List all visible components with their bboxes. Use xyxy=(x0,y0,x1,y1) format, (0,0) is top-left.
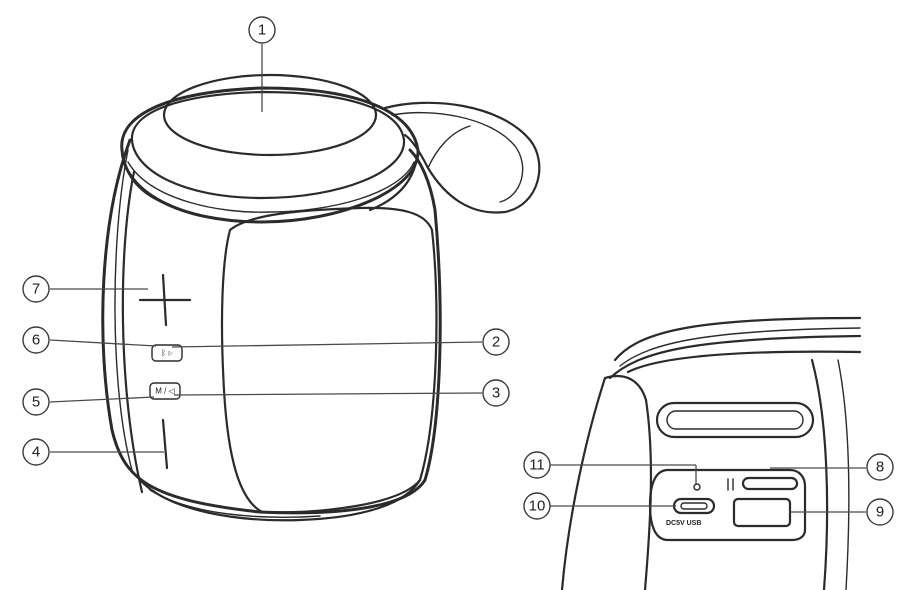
aux-jack[interactable] xyxy=(732,497,792,528)
bluetooth-play-button-frame xyxy=(151,344,183,362)
callout-5: 5 xyxy=(22,388,50,416)
strap-slot-inner xyxy=(666,410,804,430)
plus-icon-vertical xyxy=(161,273,168,327)
callout-4: 4 xyxy=(22,438,50,466)
top-passive-radiator xyxy=(162,73,378,157)
leader-3 xyxy=(173,392,483,396)
card-slot[interactable] xyxy=(741,476,799,491)
volume-up-button[interactable] xyxy=(138,273,192,327)
svg-text:6: 6 xyxy=(32,332,40,349)
svg-text:7: 7 xyxy=(32,281,40,298)
svg-text:5: 5 xyxy=(32,394,40,411)
callout-3: 3 xyxy=(482,379,510,407)
speaker-base-rim xyxy=(149,489,321,518)
carry-strap-inner-edge xyxy=(391,111,524,203)
rear-body-right-curve xyxy=(837,359,850,590)
button-panel xyxy=(121,170,144,494)
svg-text:10: 10 xyxy=(529,498,546,515)
front-grille-panel xyxy=(220,206,438,514)
rear-body-left-curve xyxy=(603,374,653,590)
svg-text:9: 9 xyxy=(876,504,884,521)
speaker-front-view: ᛒ ▷ M / ◁ xyxy=(49,44,541,522)
mode-button-frame xyxy=(149,382,181,400)
bluetooth-play-icon: ᛒ ▷ xyxy=(161,349,173,358)
callout-11: 11 xyxy=(523,451,551,479)
play-pause-mark xyxy=(727,478,734,491)
speaker-rear-detail: DC5V USB xyxy=(550,316,866,590)
port-recess xyxy=(648,468,807,542)
leader-2 xyxy=(171,341,483,348)
top-cap-lower-rim xyxy=(127,161,415,213)
svg-text:4: 4 xyxy=(32,444,40,461)
rear-body-left-edge xyxy=(560,376,607,590)
rear-body-right-edge xyxy=(810,358,829,590)
leader-5 xyxy=(49,396,155,403)
speaker-base xyxy=(138,478,422,522)
svg-text:3: 3 xyxy=(492,385,500,402)
top-cap-collar xyxy=(120,148,420,212)
rear-cap-lower xyxy=(626,350,862,374)
usb-c-port-outer xyxy=(672,497,716,515)
callout-7: 7 xyxy=(22,275,50,303)
svg-text:2: 2 xyxy=(492,334,500,351)
button-panel-edge xyxy=(114,149,133,471)
svg-text:8: 8 xyxy=(876,459,884,476)
callout-2: 2 xyxy=(482,328,510,356)
callout-1: 1 xyxy=(248,16,276,44)
bluetooth-play-button[interactable]: ᛒ ▷ xyxy=(151,344,183,362)
volume-down-button[interactable] xyxy=(161,418,169,470)
mode-icon: M / ◁ xyxy=(155,387,175,396)
callout-10: 10 xyxy=(523,492,551,520)
status-led xyxy=(693,483,701,491)
speaker-body-outline xyxy=(101,138,442,515)
leader-6 xyxy=(49,339,157,347)
strap-slot-outer xyxy=(655,401,815,439)
port-label: DC5V USB xyxy=(666,520,701,527)
callout-6: 6 xyxy=(22,326,50,354)
usb-c-port[interactable] xyxy=(672,497,716,515)
svg-text:11: 11 xyxy=(529,457,545,474)
callout-9: 9 xyxy=(866,498,894,526)
top-cap-ring xyxy=(130,90,406,200)
rear-cap-top xyxy=(613,316,862,362)
mode-button[interactable]: M / ◁ xyxy=(149,382,181,400)
svg-text:1: 1 xyxy=(258,22,266,39)
rear-cap-band-2 xyxy=(619,327,861,367)
usb-c-port-inner xyxy=(680,502,708,510)
callout-8: 8 xyxy=(866,453,894,481)
rear-cap-band-1 xyxy=(608,334,862,380)
carry-strap-fold xyxy=(427,125,471,169)
carry-strap xyxy=(383,101,541,214)
